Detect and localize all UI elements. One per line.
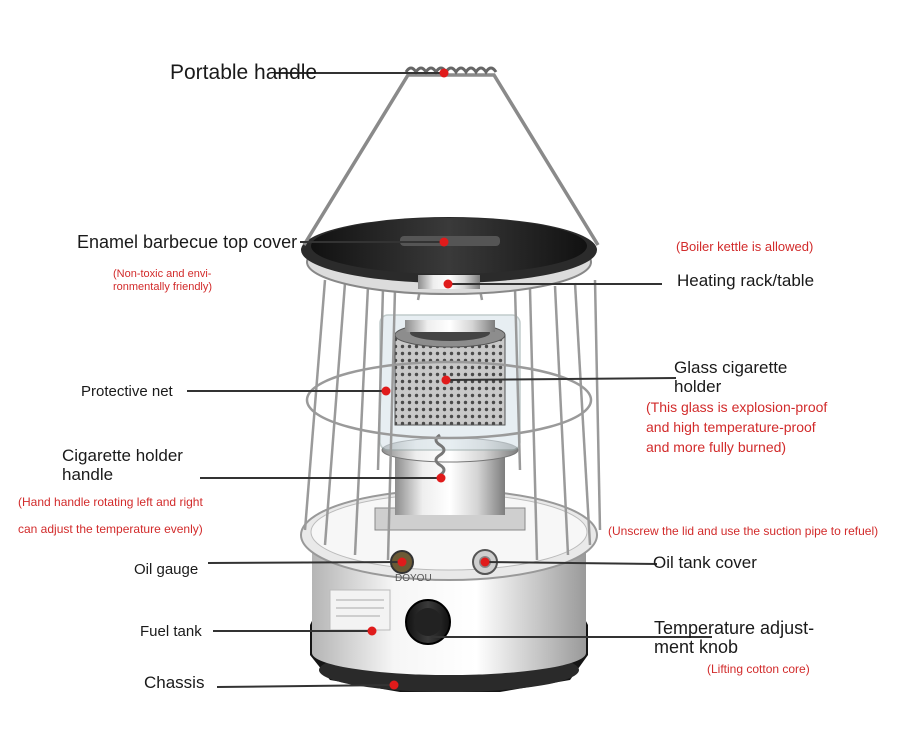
knob-note: (Lifting cotton core) <box>707 662 810 676</box>
holder-note-line1: (Hand handle rotating left and right <box>18 495 203 509</box>
marker-oil-tank-cover <box>480 557 490 567</box>
glass-note-line3: and more fully burned) <box>646 439 787 455</box>
temperature-knob-part <box>405 599 451 645</box>
glass-note-line1: (This glass is explosion-proof <box>646 399 828 415</box>
label-chassis: Chassis <box>144 673 205 692</box>
top-cover-note-line1: (Non-toxic and envi- <box>113 268 212 280</box>
label-temp-knob-line2: ment knob <box>654 637 739 657</box>
marker-oil-gauge <box>397 557 407 567</box>
label-glass-holder: Glass cigarette holder <box>674 358 787 396</box>
marker-protective-net <box>381 386 391 396</box>
marker-top-cover <box>439 237 449 247</box>
heater-brand-text: DOYOU <box>395 573 432 584</box>
leader-oil-gauge <box>207 561 403 564</box>
leader-oil-tank-cover <box>484 561 658 565</box>
enamel-top-cover <box>301 217 597 295</box>
marker-fuel-tank <box>367 626 377 636</box>
glass-note: (This glass is explosion-proof and high … <box>646 397 827 457</box>
glass-cigarette-holder-part <box>379 314 521 451</box>
portable-handle-part <box>302 66 600 246</box>
label-oil-tank-cover: Oil tank cover <box>653 553 757 572</box>
top-cover-note-line2: ronmentally friendly) <box>113 281 213 293</box>
label-oil-gauge: Oil gauge <box>134 561 199 578</box>
label-temp-knob-line1: Temperature adjust- <box>654 618 815 638</box>
marker-chassis <box>389 680 399 690</box>
leader-glass-holder <box>445 377 677 381</box>
label-glass-holder-line2: holder <box>674 377 722 396</box>
label-heating-rack: Heating rack/table <box>677 271 815 290</box>
kettle-note: (Boiler kettle is allowed) <box>676 239 814 254</box>
refuel-note: (Unscrew the lid and use the suction pip… <box>608 524 879 538</box>
protective-cage <box>303 279 602 561</box>
marker-heating-rack <box>443 279 453 289</box>
label-holder-handle: Cigarette holder handle <box>62 446 183 484</box>
label-top-cover: Enamel barbecue top cover <box>77 232 298 252</box>
label-portable-handle: Portable handle <box>170 61 318 84</box>
label-fuel-tank: Fuel tank <box>140 623 202 640</box>
holder-note-line2: can adjust the temperature evenly) <box>18 522 203 536</box>
label-holder-handle-line2: handle <box>62 465 114 484</box>
burner-base <box>374 437 526 531</box>
leader-chassis <box>216 684 395 688</box>
part-markers <box>367 68 490 690</box>
holder-note: (Hand handle rotating left and right can… <box>18 489 203 543</box>
marker-glass-holder <box>441 375 451 385</box>
holder-handle-coil <box>434 433 446 477</box>
top-cover-note: (Non-toxic and envi- ronmentally friendl… <box>113 268 212 294</box>
label-glass-holder-line1: Glass cigarette <box>674 358 788 377</box>
label-protective-net: Protective net <box>81 383 173 400</box>
glass-note-line2: and high temperature-proof <box>646 419 816 435</box>
label-holder-handle-line1: Cigarette holder <box>62 446 183 465</box>
marker-holder-handle <box>436 473 446 483</box>
marker-portable-handle <box>439 68 449 78</box>
leader-lines <box>187 72 712 688</box>
label-temp-knob: Temperature adjust- ment knob <box>654 619 814 657</box>
